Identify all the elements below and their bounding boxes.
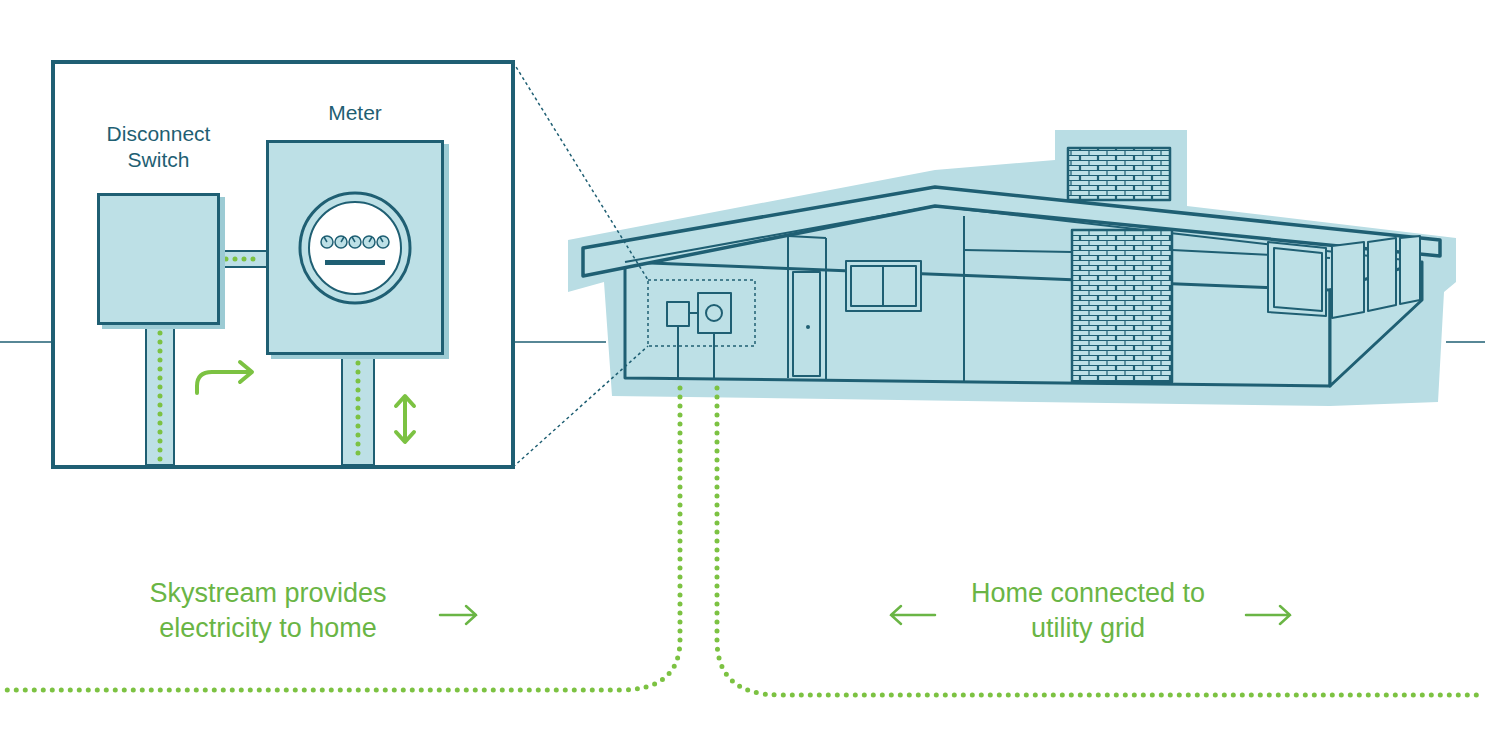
direction-arrow [1246,606,1290,624]
house [625,206,935,262]
door [793,272,820,376]
direction-arrow [891,606,935,624]
inset-frame [53,62,513,467]
flow-arrow [396,396,414,442]
dial-gauge [335,236,347,248]
ground-line [1446,341,1485,343]
dial-gauge [377,236,389,248]
meter-dial [269,143,441,352]
wall [625,262,1330,386]
flow-arrow [197,362,414,442]
house [568,130,1456,406]
ground-line [513,341,606,343]
conduit [146,325,174,465]
dial-gauge [349,236,361,248]
conduit-power [158,333,163,462]
dial-ring [300,193,410,303]
wall-lines [825,238,827,380]
conduit [342,355,374,465]
dial-face [309,202,401,294]
inset-frame [53,62,513,467]
chimney [1072,230,1172,382]
equipment-callout [648,280,755,346]
window [851,266,916,306]
mini-equipment [667,293,731,380]
conduit-connector [220,259,266,260]
part-label: Disconnect Switch [89,121,229,174]
conduit-power [226,257,262,262]
switch-box [97,193,220,325]
part-label: Meter [290,100,420,126]
window [1274,248,1322,311]
wall-lines [788,216,1330,384]
window [1400,236,1420,304]
window [846,261,921,311]
conduit-power [356,363,361,462]
mini-equipment [713,333,715,380]
mini-equipment [698,293,731,333]
dial-needle [369,237,372,242]
window [1332,242,1364,318]
dial-needle [352,237,355,242]
wall-lines [964,250,1072,252]
window [1268,242,1326,316]
dial-needle [380,237,383,242]
mini-equipment [677,326,679,380]
window [1368,238,1396,311]
window [882,266,884,306]
direction-arrow [440,606,476,624]
conduit-outline [220,250,266,268]
dial-needle [341,237,344,242]
zoom-leader [513,62,648,467]
disconnect-switch: Disconnect Switch [97,121,220,326]
utility-meter: Meter [266,100,444,355]
mini-equipment [689,312,698,314]
mini-equipment [667,302,689,326]
zoom-leader [513,346,648,467]
conduit-body [220,252,266,266]
dial-needle [324,237,327,242]
wall-lines [788,236,826,238]
flow-label: Skystream provides electricity to home [113,576,423,646]
zoom-leader [513,62,648,280]
power-line [717,388,1485,695]
wall-lines [787,236,789,378]
wall-lines [963,216,965,382]
flow-label: Home connected to utility grid [953,576,1223,646]
house-halo [568,130,1456,406]
dial-gauge [363,236,375,248]
ground-line [0,341,53,343]
meter-bar [325,260,385,265]
house [806,325,810,329]
meter-box [266,140,444,355]
direction-arrow [440,606,1290,624]
mini-equipment [706,305,722,321]
chimney-top [1068,148,1170,200]
flow-arrow [197,362,252,393]
dial-gauge [321,236,333,248]
